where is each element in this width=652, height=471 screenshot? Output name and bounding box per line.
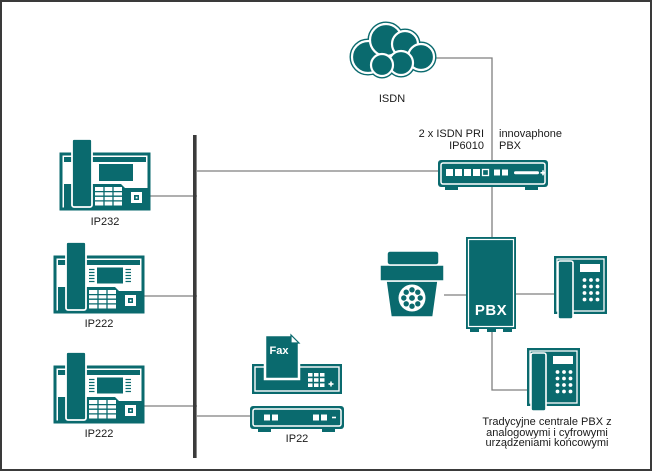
legacy-pbx-caption-line2: analogowymi i cyfrowymi: [486, 426, 608, 439]
connector-lines: [143, 57, 554, 417]
gateway-label-right: innovaphone PBX: [499, 128, 589, 152]
rack-gateway-icon: [438, 160, 548, 190]
ip-phone-icon: [59, 137, 151, 211]
gateway-label-right-line1: innovaphone: [499, 128, 563, 140]
lan-bus-line: [193, 135, 197, 458]
phone-label-ip222-2: IP222: [84, 428, 114, 440]
ip-phone-icon: [53, 240, 145, 314]
ip-phone-icon: [53, 350, 145, 424]
desk-phone-icon: [526, 347, 581, 412]
legacy-pbx-caption-line1: Tradycyjne centrale PBX z: [482, 416, 612, 428]
gateway-label-left: 2 x ISDN PRI IP6010: [400, 128, 484, 152]
desk-phone-icon: [553, 255, 608, 320]
legacy-pbx-caption: Tradycyjne centrale PBX z analogowymi i …: [456, 417, 638, 449]
gateway-label-left-line2: IP6010: [449, 140, 484, 152]
pbx-cabinet-icon: [466, 237, 516, 332]
phone-label-ip222-1: IP222: [84, 318, 114, 330]
adapter-device-icon: [250, 406, 344, 432]
fax-machine-icon: [252, 333, 342, 394]
fax-document-icon: [263, 333, 301, 381]
ip22-label: IP22: [285, 433, 309, 445]
phone-label-ip232: IP232: [90, 216, 120, 228]
pbx-label: PBX: [474, 302, 508, 319]
cloud-icon: [349, 21, 437, 79]
rotary-phone-icon: [379, 250, 445, 318]
fax-label: Fax: [269, 345, 289, 357]
legacy-pbx-caption-line3: urządzeniami końcowymi: [485, 437, 609, 449]
gateway-label-right-line2: PBX: [499, 140, 522, 152]
isdn-cloud-label: ISDN: [378, 93, 406, 105]
gateway-label-left-line1: 2 x ISDN PRI: [418, 128, 484, 140]
